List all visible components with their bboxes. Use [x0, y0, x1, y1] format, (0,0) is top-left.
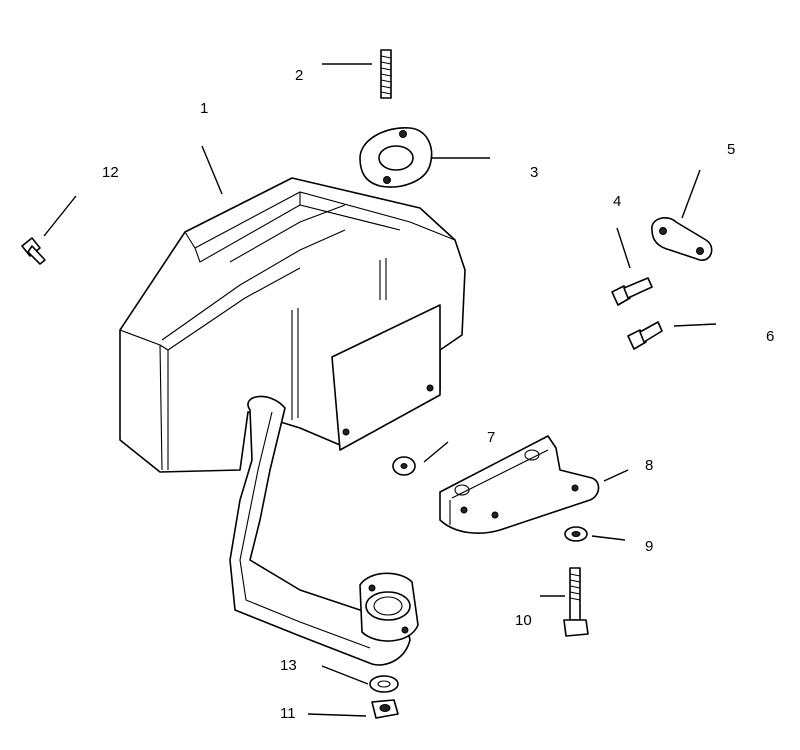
callout-4: 4: [613, 193, 621, 210]
callout-1: 1: [200, 100, 208, 117]
callout-3: 3: [530, 164, 538, 181]
callout-10: 10: [515, 612, 532, 629]
part-6-bolt: [627, 321, 717, 350]
part-11-nut: [307, 699, 399, 719]
callout-2: 2: [295, 67, 303, 84]
callout-9: 9: [645, 538, 653, 555]
callout-11: 11: [280, 705, 296, 722]
callout-13: 13: [280, 657, 297, 674]
part-3-gasket: [359, 127, 490, 188]
leader-1: [201, 145, 223, 195]
part-10-bolt: [540, 567, 589, 637]
callout-5: 5: [727, 141, 735, 158]
part-12-bolt: [21, 195, 77, 265]
part-8-mounting-bracket: [439, 435, 629, 534]
part-4-bolt: [611, 227, 653, 306]
part-13-washer: [321, 665, 399, 693]
part-2-stud: [322, 49, 392, 99]
exhaust-pipe: [229, 395, 419, 666]
part-5-bracket: [651, 169, 713, 261]
callout-8: 8: [645, 457, 653, 474]
callout-6: 6: [766, 328, 774, 345]
part-7-washer: [392, 441, 449, 476]
callout-7: 7: [487, 429, 495, 446]
part-1-muffler: [119, 177, 466, 473]
part-9-washer: [564, 526, 626, 542]
callout-12: 12: [102, 164, 119, 181]
